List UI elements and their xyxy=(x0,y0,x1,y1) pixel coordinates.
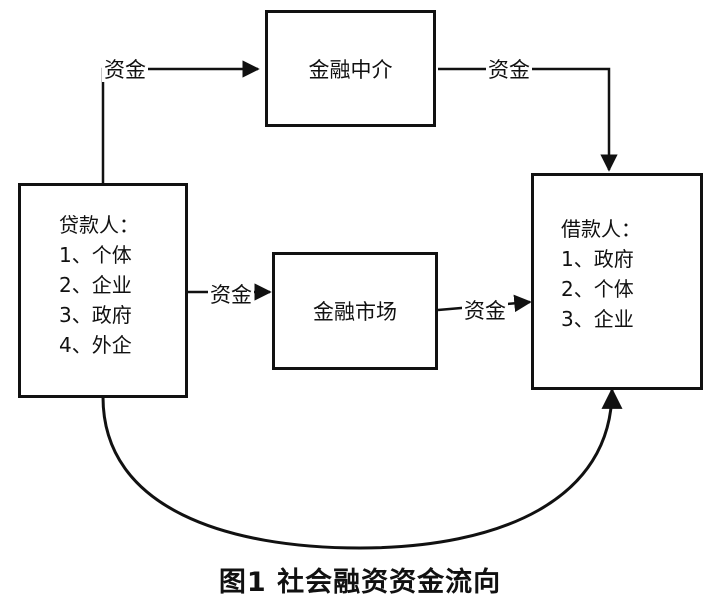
lender-item: 4、外企 xyxy=(59,333,132,357)
flow-label-lender-intermediary: 资金 xyxy=(102,58,148,82)
intermediary-label: 金融中介 xyxy=(308,57,393,82)
borrower-item: 2、个体 xyxy=(561,277,634,301)
lender-item: 3、政府 xyxy=(59,303,132,327)
borrower-item: 1、政府 xyxy=(561,247,634,271)
borrower-title: 借款人： xyxy=(561,217,641,241)
arrow-lender-to-intermediary xyxy=(101,60,260,185)
figure-caption: 图1 社会融资资金流向 xyxy=(218,567,502,598)
intermediary-box: 金融中介 xyxy=(265,10,436,127)
arrow-intermediary-to-borrower xyxy=(438,67,618,172)
market-label: 金融市场 xyxy=(313,300,397,324)
flow-label-intermediary-borrower: 资金 xyxy=(486,58,532,82)
arrow-lender-to-borrower-direct xyxy=(101,387,623,550)
borrower-box: 借款人： 1、政府 2、个体 3、企业 xyxy=(531,173,703,390)
flow-label-market-borrower: 资金 xyxy=(462,299,508,323)
flow-label-lender-market: 资金 xyxy=(208,283,254,307)
lender-item: 1、个体 xyxy=(59,243,132,267)
lender-box: 贷款人： 1、个体 2、企业 3、政府 4、外企 xyxy=(18,183,188,398)
lender-item: 2、企业 xyxy=(59,273,132,297)
lender-list: 贷款人： 1、个体 2、企业 3、政府 4、外企 xyxy=(59,210,139,360)
borrower-item: 3、企业 xyxy=(561,307,634,331)
borrower-list: 借款人： 1、政府 2、个体 3、企业 xyxy=(561,214,641,334)
market-box: 金融市场 xyxy=(272,252,438,370)
lender-title: 贷款人： xyxy=(59,213,139,237)
